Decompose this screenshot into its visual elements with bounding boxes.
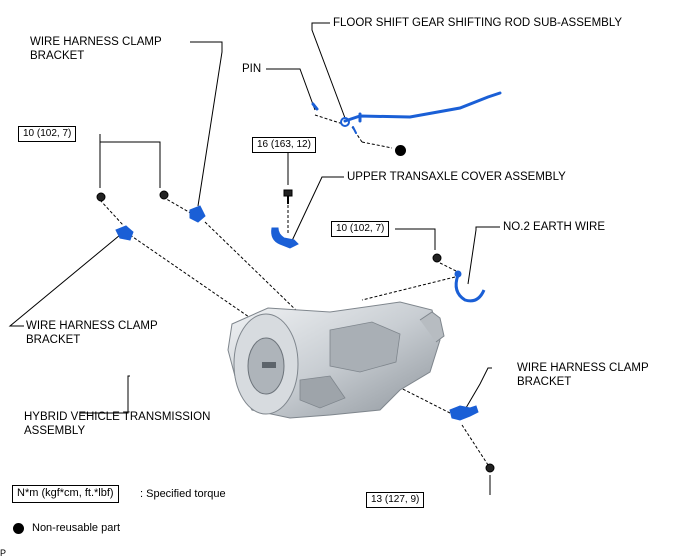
blue-parts bbox=[115, 205, 486, 421]
bolts bbox=[96, 189, 495, 473]
wire-bracket-left-label: WIRE HARNESS CLAMP BRACKET bbox=[26, 320, 158, 346]
corner-code: P bbox=[0, 548, 7, 558]
pin-label: PIN bbox=[242, 63, 262, 75]
floor-shift-label: FLOOR SHIFT GEAR SHIFTING ROD SUB-ASSEMB… bbox=[333, 17, 623, 29]
torque-box-3: 10 (102, 7) bbox=[331, 221, 390, 237]
legend-torque-unit: N*m (kgf*cm, ft.*lbf) bbox=[12, 485, 119, 503]
torque-box-4: 13 (127, 9) bbox=[366, 492, 425, 508]
assembly-dashes bbox=[99, 114, 491, 469]
transmission-label: HYBRID VEHICLE TRANSMISSION ASSEMBLY bbox=[24, 411, 211, 437]
leader-lines bbox=[8, 22, 500, 495]
transmission-body bbox=[227, 301, 445, 419]
shift-rod bbox=[311, 91, 502, 134]
nonreusable-dot-icon bbox=[13, 523, 24, 534]
earth-wire-label: NO.2 EARTH WIRE bbox=[503, 221, 606, 233]
wire-bracket-top-label: WIRE HARNESS CLAMP BRACKET bbox=[30, 36, 162, 62]
wire-bracket-right-label: WIRE HARNESS CLAMP BRACKET bbox=[517, 362, 649, 388]
upper-cover-label: UPPER TRANSAXLE COVER ASSEMBLY bbox=[347, 171, 566, 183]
torque-box-1: 10 (102, 7) bbox=[18, 126, 77, 142]
torque-box-2: 16 (163, 12) bbox=[252, 137, 316, 153]
legend-nonreusable: Non-reusable part bbox=[32, 522, 121, 534]
nonreusable-part-dot-icon bbox=[395, 145, 406, 156]
legend-torque-desc: : Specified torque bbox=[140, 488, 226, 500]
